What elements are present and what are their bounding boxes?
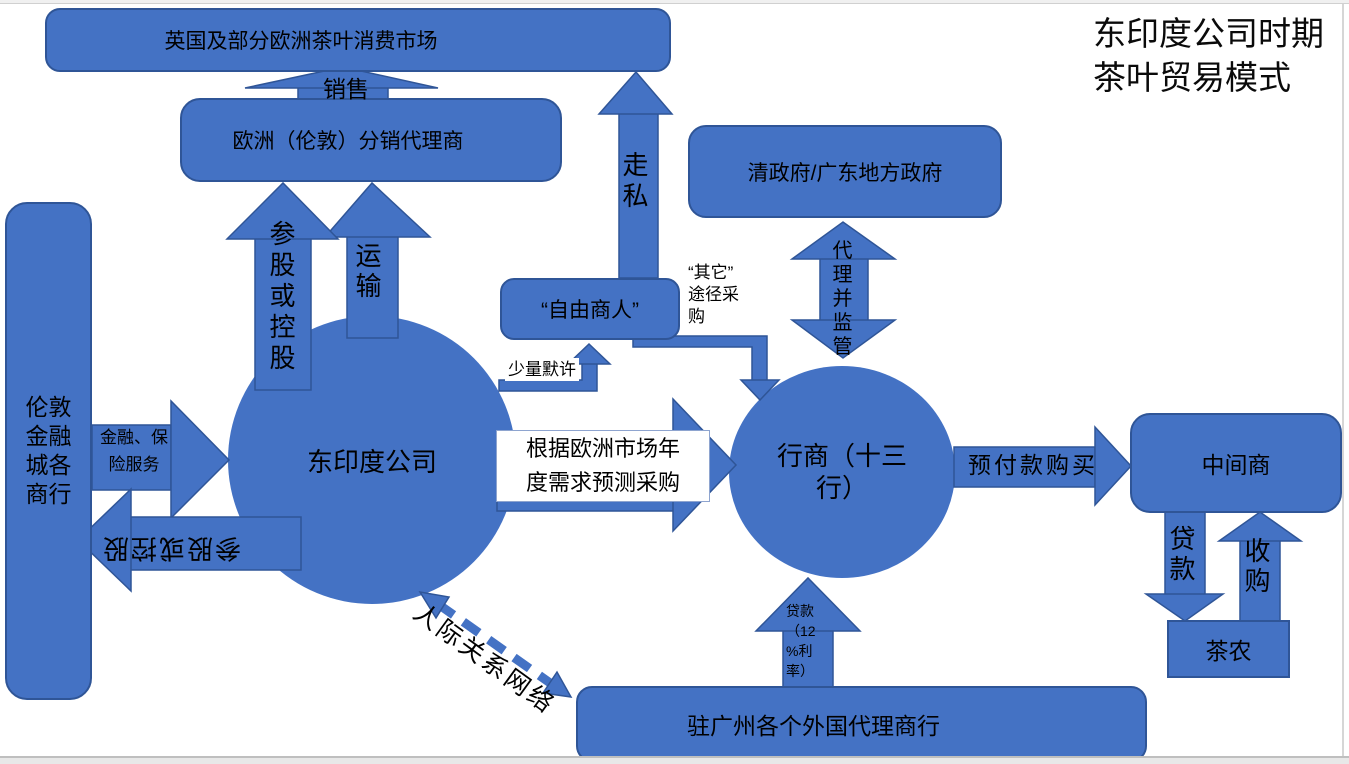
loan-arrow-head [1143,593,1226,622]
page-title: 东印度公司时期 茶叶贸易模式 [1093,15,1324,96]
edge-equity-up-label: 参股或控股 [269,219,296,373]
edge-prepay-label: 预付款购买 [968,452,1098,478]
right-edge-line [1342,4,1344,756]
node-hong-merchants: 行商（十三行） [729,366,955,578]
edge-transport-label: 运输 [355,241,382,301]
loan12-arrow-head [754,576,862,632]
network-arrow-head-lower [541,670,573,698]
node-europe-agent-box: 欧洲（伦敦）分销代理商 [180,98,562,182]
node-free-merchant-label: “自由商人” [541,299,639,322]
node-middleman-label: 中间商 [1201,452,1271,478]
edge-tacit-label: 少量默许 [505,358,579,382]
transport-arrow-shaft [346,231,399,339]
node-london-banks-box: 伦敦 金融 城各 商行 [5,202,92,700]
other-channel-arrow-head [739,379,781,402]
network-arrow-head-upper [418,590,451,620]
edge-procurement-text: 根据欧洲市场年 度需求预测采购 [525,436,680,495]
edge-buyback-label: 收购 [1244,536,1271,596]
node-london-banks-label: 伦敦 金融 城各 商行 [25,394,72,507]
other-channel-arrow-elbow [632,335,768,382]
node-east-india-company-label: 东印度公司 [306,446,437,477]
node-guangzhou-agents-box: 驻广州各个外国代理商行 [576,686,1147,762]
edge-supervise-label: 代理并监管 [832,240,853,358]
node-hong-merchants-label: 行商（十三行） [776,441,907,503]
node-qing-gov-box: 清政府/广东地方政府 [688,125,1002,218]
edge-equity-left-label: 参股或控股 [101,533,242,564]
edge-sales-label: 销售 [323,76,369,102]
node-qing-gov-label: 清政府/广东地方政府 [747,161,943,185]
node-market-label: 英国及部分欧洲茶叶消费市场 [164,30,438,53]
equity-left-arrow-head [76,487,132,593]
node-tea-farmer-box: 茶农 [1167,620,1290,678]
top-edge-line [0,0,1349,4]
supervise-arrow-head-bottom [789,319,898,359]
edge-loan12-label: 贷款 （12 %利 率） [786,603,816,679]
smuggle-arrow-head [597,70,674,115]
node-free-merchant-box: “自由商人” [500,278,680,340]
sales-arrow-head [244,66,439,89]
node-middleman-box: 中间商 [1130,413,1342,513]
node-market-box: 英国及部分欧洲茶叶消费市场 [45,8,671,72]
prepay-arrow-head [1094,425,1133,507]
bottom-margin [0,758,1349,764]
network-dashed-line [435,600,556,689]
transport-arrow-head [323,181,432,238]
edge-finance-label: 金融、保 险服务 [100,428,168,474]
node-tea-farmer-label: 茶农 [1205,638,1252,664]
edge-smuggle-label: 走私 [622,150,649,211]
node-europe-agent-label: 欧洲（伦敦）分销代理商 [232,130,464,153]
edge-other-channel-label: “其它” 途径采 购 [688,263,739,326]
edge-loan-label: 贷款 [1169,524,1196,584]
equity-up-arrow-head [225,181,340,240]
node-guangzhou-agents-label: 驻广州各个外国代理商行 [687,713,940,739]
buyback-arrow-head [1216,511,1304,542]
finance-arrow-head [170,399,231,520]
bottom-edge-line [0,756,1349,758]
supervise-arrow-head-top [789,221,898,260]
edge-procurement-label: 根据欧洲市场年 度需求预测采购 [496,430,710,502]
equity-left-arrow-shaft [129,516,302,571]
